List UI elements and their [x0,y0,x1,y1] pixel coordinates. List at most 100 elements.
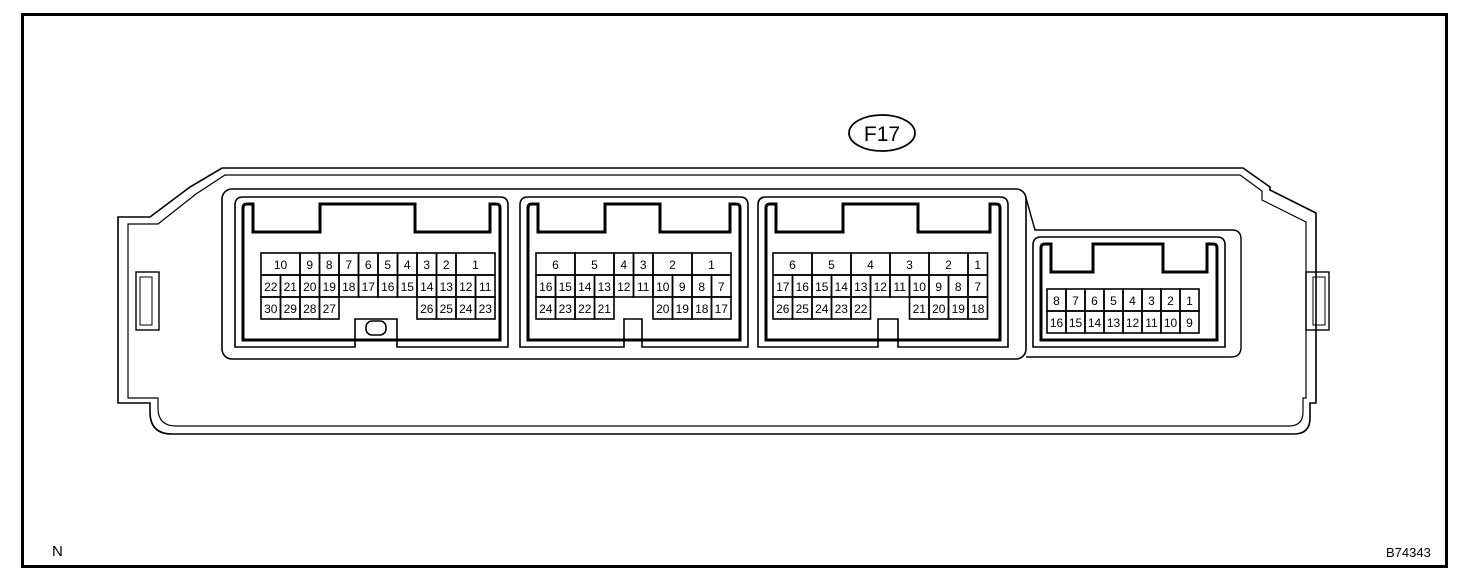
pin-number: 9 [306,258,313,272]
pin-number: 12 [459,280,473,294]
pin-number: 1 [1186,294,1193,308]
pin-number: 6 [552,258,559,272]
pin-number: 5 [1110,294,1117,308]
connector-key-outline [241,202,502,342]
pin-number: 4 [867,258,874,272]
pin-number: 3 [423,258,430,272]
pin-number: 13 [440,280,454,294]
pin-number: 16 [539,280,553,294]
connector-shell [1032,236,1226,348]
pin-number: 6 [1091,294,1098,308]
left-side-clip-inner [139,276,153,326]
pin-number: 7 [974,280,981,294]
pin-number: 24 [815,302,829,316]
figure-code: B74343 [1386,545,1431,560]
pin-number: 26 [420,302,434,316]
pin-number: 11 [1145,316,1158,330]
pin-number: 6 [789,258,796,272]
pin-number: 4 [620,258,627,272]
pin-number: 25 [796,302,810,316]
polarity-key [365,320,387,336]
connector-key-outline [1039,242,1219,342]
pin-number: 19 [676,302,690,316]
pin-number: 20 [656,302,670,316]
pin-number: 18 [695,302,709,316]
pin-number: 28 [303,302,317,316]
pin-number: 21 [284,280,298,294]
pin-number: 19 [952,302,966,316]
pin-number: 29 [284,302,298,316]
connector-label: F17 [864,123,900,146]
pin-number: 7 [718,280,725,294]
pin-cell [710,296,732,320]
ecu-housing-inner [127,174,1307,427]
pin-number: 13 [854,280,868,294]
pin-number: 26 [776,302,790,316]
pin-number: 24 [459,302,473,316]
pin-number: 12 [617,280,631,294]
pin-number: 1 [974,258,981,272]
pin-number: 10 [274,258,288,272]
pin-number: 22 [854,302,868,316]
pin-number: 17 [362,280,376,294]
pin-number: 20 [932,302,946,316]
connector-shell [519,196,749,348]
pin-cell [318,296,340,320]
left-side-clip [135,271,160,331]
pin-number: 2 [945,258,952,272]
pin-cell [850,296,872,320]
pin-number: 27 [323,302,337,316]
pin-number: 13 [598,280,612,294]
pin-number: 14 [578,280,592,294]
pin-number: 19 [323,280,337,294]
pin-number: 22 [264,280,278,294]
pin-number: 7 [345,258,352,272]
pin-number: 4 [404,258,411,272]
pin-number: 14 [1088,316,1102,330]
pin-number: 11 [479,280,492,294]
pin-number: 5 [384,258,391,272]
connector-key-outline [526,202,742,342]
corner-letter: N [52,543,63,560]
pin-number: 7 [1072,294,1079,308]
pin-number: 6 [365,258,372,272]
pin-number: 14 [835,280,849,294]
pin-number: 18 [971,302,985,316]
main-connector-tray [221,188,1027,360]
pin-number: 16 [796,280,810,294]
pin-number: 25 [440,302,454,316]
pin-number: 5 [828,258,835,272]
pin-number: 23 [835,302,849,316]
pin-number: 20 [303,280,317,294]
pin-number: 21 [913,302,927,316]
pin-number: 3 [906,258,913,272]
housing-step-line [1025,197,1242,358]
connector-key-outline [764,202,1002,342]
pin-number: 15 [559,280,573,294]
pin-number: 9 [935,280,942,294]
pin-number: 3 [1148,294,1155,308]
pin-cell [593,296,615,320]
right-side-clip-inner [1312,276,1326,326]
pin-number: 10 [1164,316,1178,330]
pin-number: 23 [479,302,493,316]
pin-number: 24 [539,302,553,316]
pin-number: 17 [776,280,790,294]
pin-cell [474,296,496,320]
pin-number: 13 [1107,316,1121,330]
pin-number: 2 [669,258,676,272]
pin-number: 15 [815,280,829,294]
pin-number: 30 [264,302,278,316]
pin-number: 15 [1069,316,1083,330]
pin-number: 3 [640,258,647,272]
pin-number: 16 [1050,316,1064,330]
pin-number: 12 [1126,316,1140,330]
pin-number: 8 [1053,294,1060,308]
connector-shell [234,196,509,348]
